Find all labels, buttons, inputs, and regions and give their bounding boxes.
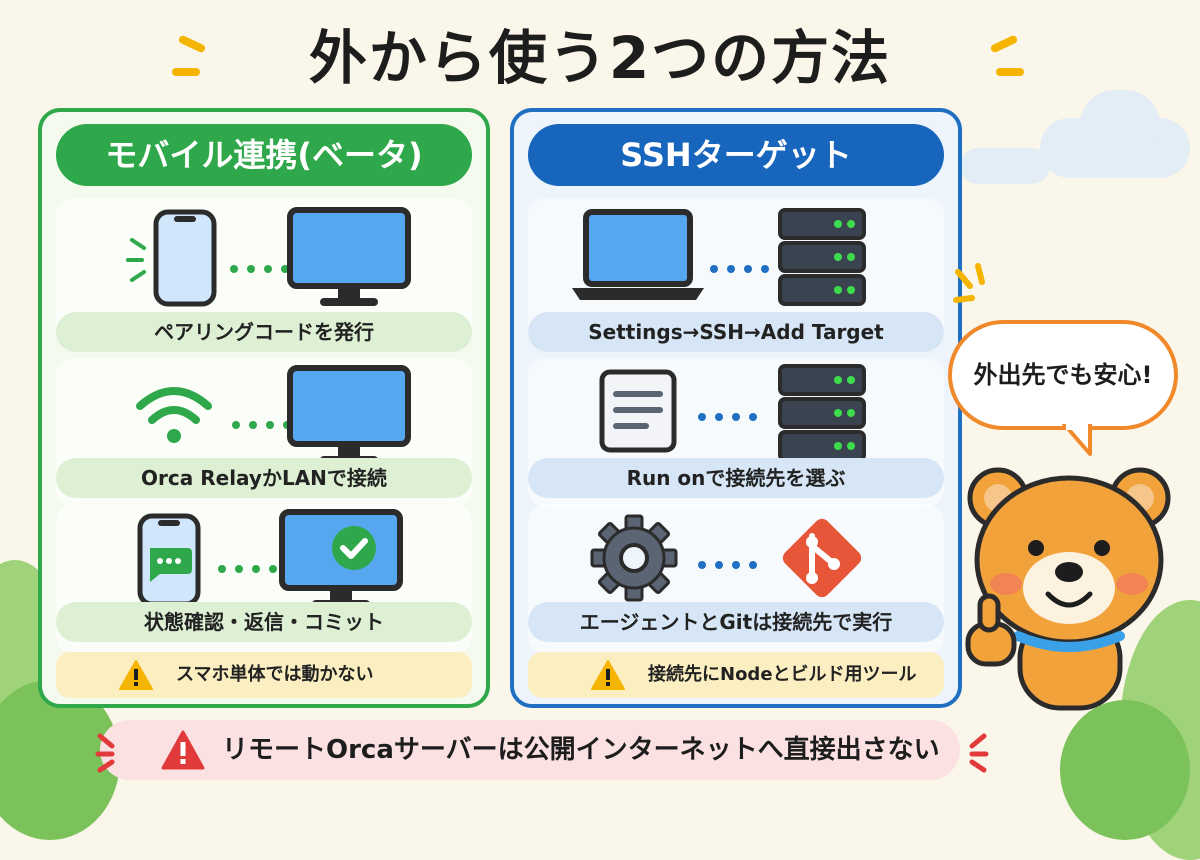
ssh-warning: 接続先にNodeとビルド用ツール [528,652,944,698]
gear-icon [590,514,678,602]
warning-icon [119,660,153,690]
connection-dots [710,258,778,273]
connection-dots [218,558,286,573]
mobile-step-caption: Orca RelayかLANで接続 [56,458,472,498]
mobile-warning: スマホ単体では動かない [56,652,472,698]
alert-icon [161,730,205,770]
ssh-panel: SSHターゲット Settings→SSH→Add Target Run onで… [510,108,962,708]
document-icon [599,369,677,453]
monitor-icon [287,207,411,306]
cloud-decoration [960,148,1050,184]
connection-dots [698,406,766,421]
mobile-panel: モバイル連携(ベータ) ペアリングコードを発行 Orca RelayかLANで接… [38,108,490,708]
server-icon [778,208,866,306]
monitor-check-icon [279,509,403,608]
laptop-icon [572,209,704,300]
ssh-step-caption: エージェントとGitは接続先で実行 [528,602,944,642]
connection-dots [230,258,298,273]
server-icon [778,364,866,462]
mobile-warning-text: スマホ単体では動かない [176,664,374,685]
sparkle-decoration [953,263,985,303]
sparkle-decoration [95,733,115,773]
monitor-icon [287,365,411,464]
bottom-warning-banner: リモートOrcaサーバーは公開インターネットへ直接出さない [100,720,960,780]
ssh-warning-text: 接続先にNodeとビルド用ツール [648,664,917,685]
connection-dots [698,554,766,569]
wifi-icon [136,387,212,443]
ssh-step-caption: Settings→SSH→Add Target [528,312,944,352]
bear-mascot-icon [965,467,1171,711]
smartphone-icon [126,209,217,307]
chat-phone-icon [137,513,201,607]
sparkle-decoration [969,733,989,773]
warning-icon [591,660,625,690]
git-icon [782,518,862,598]
mobile-step-caption: ペアリングコードを発行 [56,312,472,352]
sparkle-decoration [996,68,1024,76]
bush-decoration [1060,700,1190,840]
ssh-panel-header: SSHターゲット [528,124,944,186]
sparkle-decoration [172,68,200,76]
page-title: 外から使う2つの方法 [308,24,892,92]
bubble-tail [1062,424,1092,456]
mobile-step-caption: 状態確認・返信・コミット [56,602,472,642]
cloud-decoration [1080,90,1160,160]
speech-bubble: 外出先でも安心! [948,320,1178,430]
ssh-step-caption: Run onで接続先を選ぶ [528,458,944,498]
bottom-warning-text: リモートOrcaサーバーは公開インターネットへ直接出さない [222,735,940,765]
mobile-panel-header: モバイル連携(ベータ) [56,124,472,186]
